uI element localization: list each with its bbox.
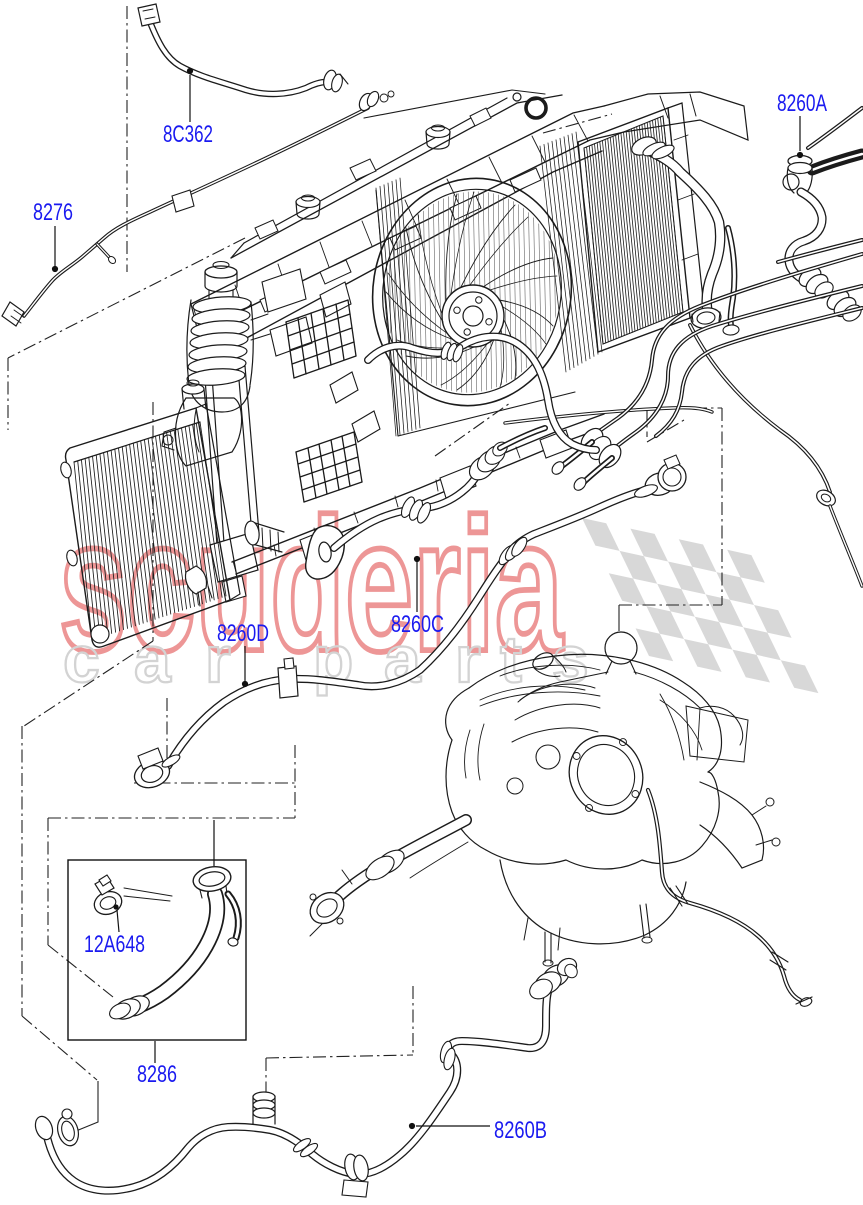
svg-text:r: r xyxy=(205,622,231,696)
svg-text:12A648: 12A648 xyxy=(84,931,145,958)
svg-text:8260D: 8260D xyxy=(217,620,269,647)
svg-text:t: t xyxy=(500,622,522,696)
svg-text:8286: 8286 xyxy=(137,1061,177,1088)
svg-text:8C362: 8C362 xyxy=(163,121,213,148)
svg-text:r: r xyxy=(455,622,481,696)
svg-text:8260B: 8260B xyxy=(494,1117,547,1144)
svg-text:8276: 8276 xyxy=(33,199,73,226)
svg-text:8260A: 8260A xyxy=(777,90,827,117)
svg-text:8260C: 8260C xyxy=(391,611,444,638)
